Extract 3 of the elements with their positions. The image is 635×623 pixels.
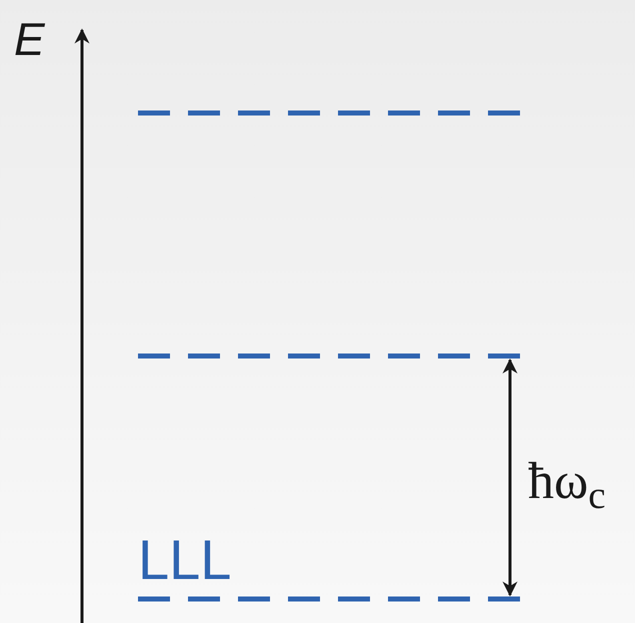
axis-label: E [14,16,45,62]
energy-gap-label: ħω$_{c}$ [528,456,606,508]
level-label: LLL [138,532,232,588]
